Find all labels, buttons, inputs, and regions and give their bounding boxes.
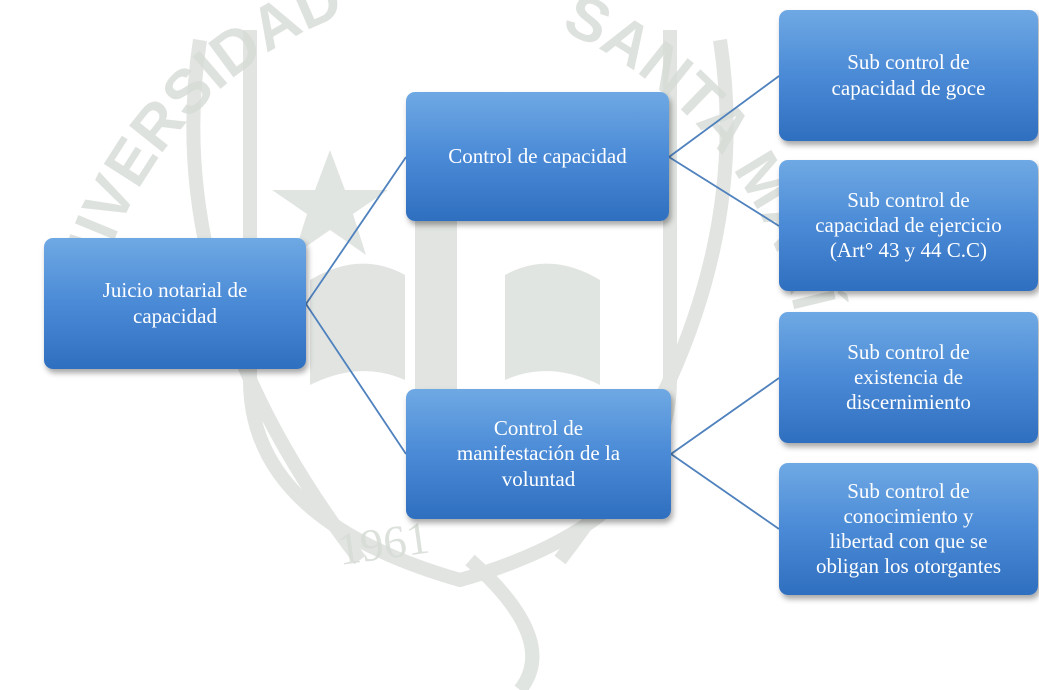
node-sub-capacidad-ejercicio: Sub control de capacidad de ejercicio (A… [779,160,1038,291]
node-juicio-notarial: Juicio notarial de capacidad [44,238,306,369]
node-sub-discernimiento: Sub control de existencia de discernimie… [779,312,1038,443]
connector-manifestacion-conocimiento [670,453,780,530]
node-control-capacidad: Control de capacidad [406,92,669,221]
connector-manifestacion-discernimiento [670,377,780,455]
node-sub-conocimiento-libertad: Sub control de conocimiento y libertad c… [779,463,1038,595]
connector-root-manifestacion [305,303,407,455]
node-sub-capacidad-goce: Sub control de capacidad de goce [779,10,1038,141]
connector-capacidad-ejercicio [668,156,780,227]
watermark-year: 1961 [334,512,432,575]
connector-root-capacidad [305,156,407,305]
node-control-manifestacion: Control de manifestación de la voluntad [406,389,671,519]
connector-capacidad-goce [668,75,780,158]
